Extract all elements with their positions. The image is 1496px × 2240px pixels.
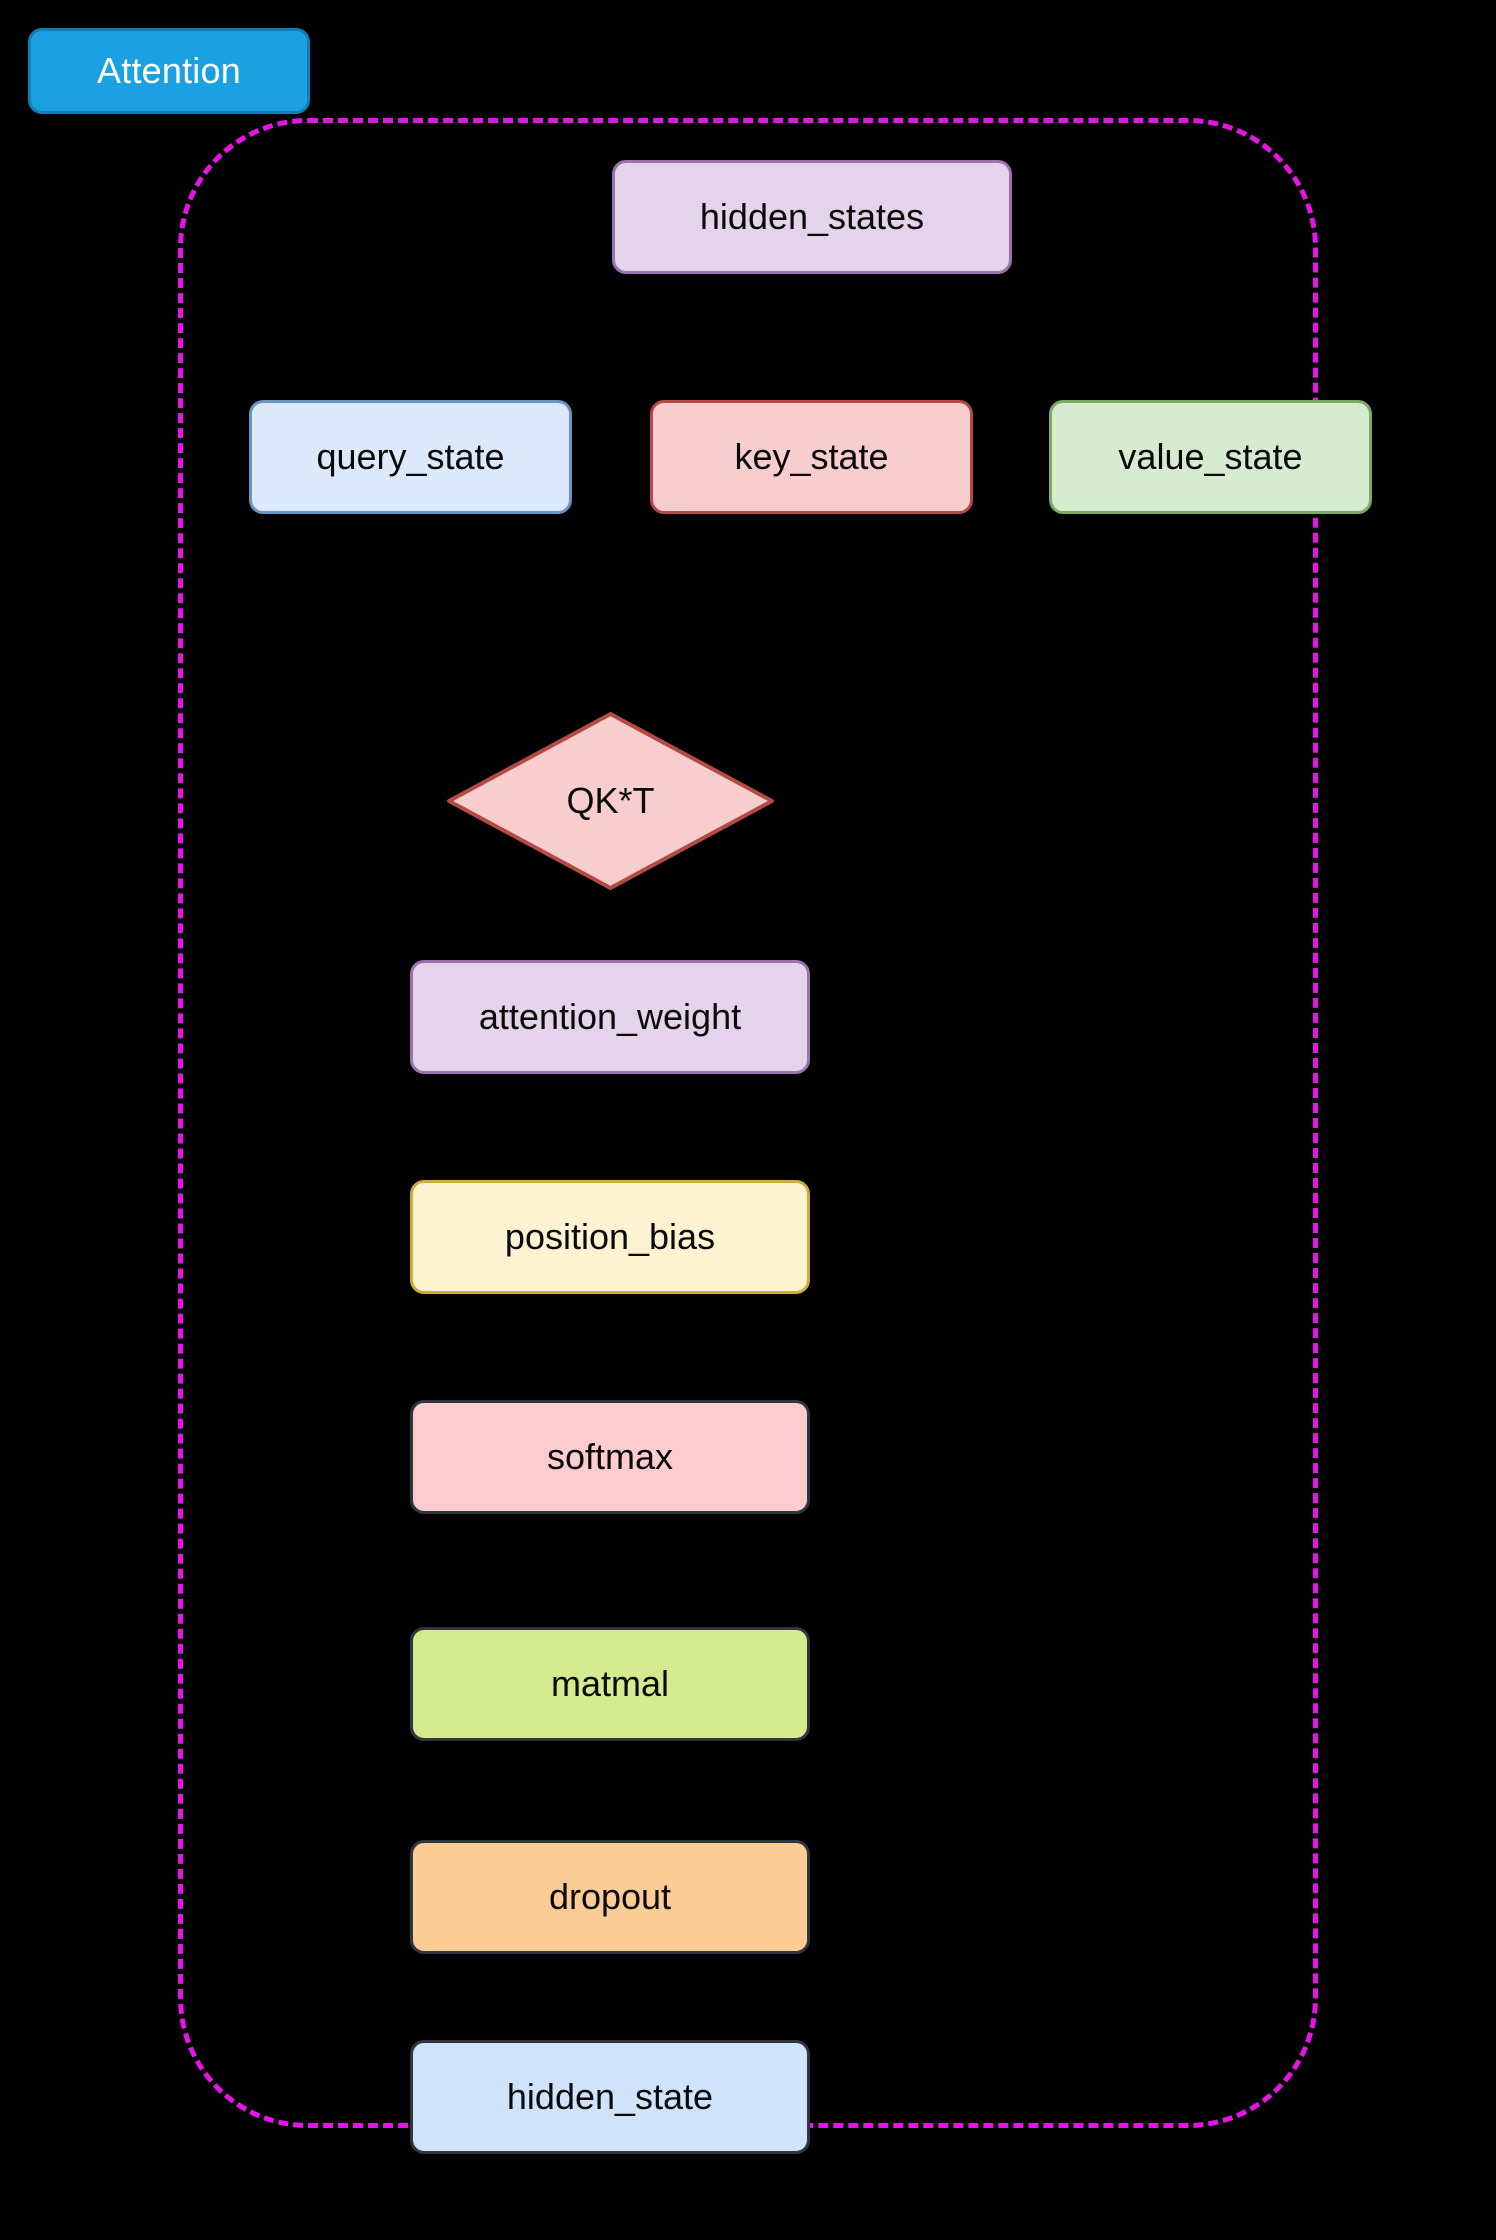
node-attention-weight[interactable]: attention_weight <box>410 960 810 1074</box>
subgraph-title-attention[interactable]: Attention <box>28 28 310 114</box>
node-softmax-label: softmax <box>546 1436 674 1477</box>
node-hidden-states-label: hidden_states <box>699 196 925 237</box>
node-key-state[interactable]: key_state <box>650 400 973 514</box>
node-qkt-label: QK*T <box>566 780 655 821</box>
node-position-bias-label: position_bias <box>504 1216 716 1257</box>
node-key-state-label: key_state <box>734 436 889 477</box>
subgraph-title-label: Attention <box>97 50 241 91</box>
node-hidden-states[interactable]: hidden_states <box>612 160 1012 274</box>
node-dropout-label: dropout <box>548 1876 672 1917</box>
node-hidden-state[interactable]: hidden_state <box>410 2040 810 2154</box>
node-query-state-label: query_state <box>316 436 505 477</box>
node-matmal[interactable]: matmal <box>410 1627 810 1741</box>
node-softmax[interactable]: softmax <box>410 1400 810 1514</box>
node-query-state[interactable]: query_state <box>249 400 572 514</box>
node-matmal-label: matmal <box>550 1663 670 1704</box>
node-position-bias[interactable]: position_bias <box>410 1180 810 1294</box>
node-value-state[interactable]: value_state <box>1049 400 1372 514</box>
diamond-shape-icon <box>447 712 774 890</box>
node-value-state-label: value_state <box>1118 436 1303 477</box>
node-hidden-state-label: hidden_state <box>506 2076 714 2117</box>
node-qkt-diamond[interactable]: QK*T <box>446 711 775 891</box>
node-dropout[interactable]: dropout <box>410 1840 810 1954</box>
node-attention-weight-label: attention_weight <box>478 996 742 1037</box>
